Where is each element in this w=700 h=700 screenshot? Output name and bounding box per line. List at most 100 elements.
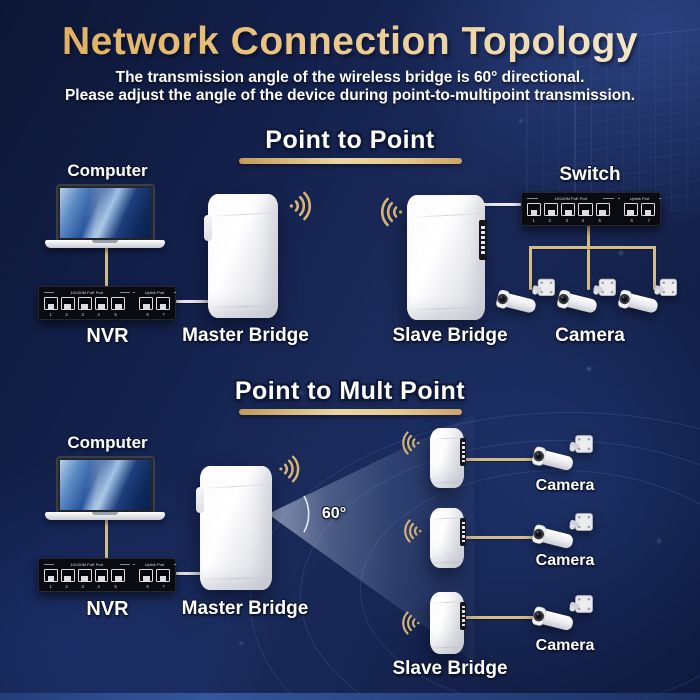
laptop-screen [55,184,155,240]
bullet-camera-icon [617,278,677,317]
page-title: Network Connection Topology [0,20,700,64]
beam-angle-label: 60° [321,505,347,522]
led-indicator [461,619,465,622]
port-number: 5 [113,584,117,590]
bullet-camera-icon [556,278,616,317]
ethernet-port-icon [527,203,542,216]
port-number: 2 [65,312,68,318]
led-indicator [461,539,465,543]
uplink-port-group-label: Uplink Port [133,289,177,296]
port-number: 4 [581,218,585,224]
ethernet-port-icon [544,203,559,216]
background-arc [250,412,700,700]
port-number: 4 [97,584,101,590]
led-indicator [461,614,465,618]
computer-label: Computer [67,433,148,452]
ethernet-port-icon [595,203,610,216]
uplink-port-group-label: Uplink Port [617,195,661,202]
led-port-strip [479,220,487,260]
port-row [44,297,171,310]
heading-text: Point to Point [265,126,435,154]
ethernet-cable [529,246,532,290]
laptop-wallpaper [59,188,151,238]
label-line [658,198,661,199]
slave-bridge-icon [430,592,466,654]
switch-label: Switch [559,164,621,185]
uplink-ports-label: Uplink Port [145,562,165,567]
bullet-camera-icon [530,595,593,634]
camera-label: Camera [535,477,595,494]
angle-arc [303,495,310,533]
label-line [603,198,614,199]
port-number-row: 1 2 3 4 5 6 7 [527,217,655,225]
led-indicator [461,459,465,463]
led-indicator [461,446,465,449]
port-row [527,203,655,216]
led-port-strip [460,602,466,630]
port-row [44,569,171,582]
ethernet-cable [176,572,202,575]
led-indicator [461,441,465,445]
poe-port-group-label: 10/100M PoE Port [44,289,130,296]
computer-label: Computer [67,161,148,180]
section-heading-point-to-multipoint: Point to Mult Point [0,377,700,415]
laptop-base [45,512,165,520]
port-number-row: 1 2 3 4 5 6 7 [44,311,170,319]
ethernet-cable [587,226,590,290]
ethernet-port-icon [44,297,58,310]
slave-bridge-icon [407,195,487,320]
ethernet-port-icon [640,203,655,216]
port-number: 3 [81,312,85,318]
port-number: 5 [113,312,117,318]
led-port-strip [460,518,466,546]
subtitle-line-2: Please adjust the angle of the device du… [64,87,636,104]
camera-label: Camera [535,552,595,569]
port-number: 6 [146,584,149,590]
port-group-gap [128,297,136,310]
camera-label: Camera [555,325,625,346]
slave-bridge-icon [430,508,466,568]
led-indicator [461,450,465,454]
wifi-signal-icon [402,431,421,455]
led-indicator [461,455,465,458]
background-bottom-band [0,693,700,700]
ethernet-cable [105,246,108,287]
laptop-wallpaper [59,460,151,510]
ethernet-cable [653,246,656,290]
wifi-signal-icon [402,611,421,635]
master-bridge-label: Master Bridge [182,325,309,346]
led-indicator [461,521,465,525]
ethernet-port-icon [561,203,576,216]
port-number: 2 [548,218,552,224]
section-heading-point-to-point: Point to Point [0,126,700,164]
led-indicator [461,535,465,538]
ethernet-port-icon [77,297,92,310]
wifi-signal-icon [380,197,404,227]
laptop-icon [45,456,165,520]
port-number-row: 1 2 3 4 5 6 7 [44,583,170,591]
led-indicator [461,623,465,627]
uplink-ports-label: Uplink Port [629,196,650,201]
bullet-camera-icon [530,513,593,552]
ethernet-port-icon [578,203,593,216]
uplink-ports-label: Uplink Port [145,290,165,295]
label-line [527,198,538,199]
led-indicator [481,236,485,239]
port-number: 3 [565,218,568,224]
slave-bridge-icon [430,428,466,488]
port-number: 1 [49,584,52,590]
background-light-dots [0,0,2,2]
ethernet-port-icon [139,569,154,582]
master-bridge-icon [196,466,272,590]
led-indicator [481,231,485,234]
ethernet-port-icon [94,297,109,310]
led-indicator [461,605,465,609]
heading-text: Point to Mult Point [234,377,466,405]
led-indicator [481,226,485,229]
heading-underline [238,158,462,164]
port-number: 6 [630,218,634,224]
bridge-side-tab [204,215,212,242]
nvr-label: NVR [86,325,129,347]
ethernet-port-icon [94,569,109,582]
slave-bridge-label: Slave Bridge [392,658,508,679]
